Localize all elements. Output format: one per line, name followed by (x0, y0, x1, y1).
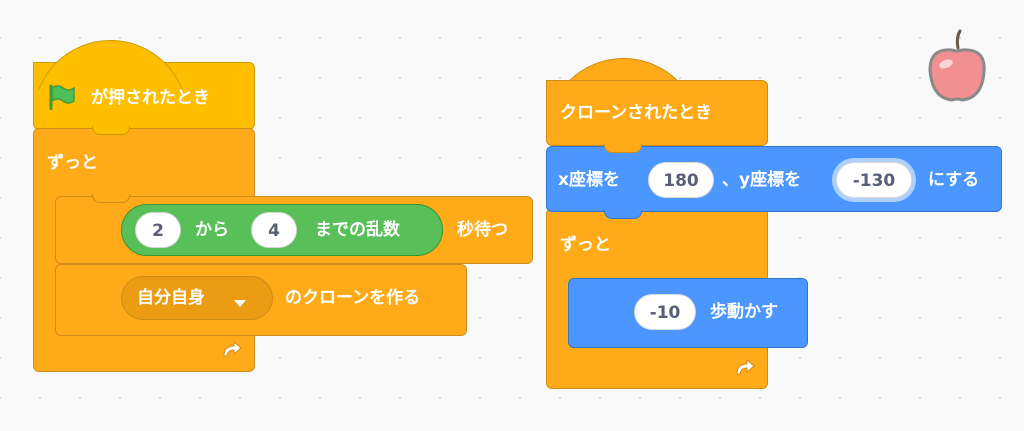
goto-y-input[interactable]: -130 (836, 162, 912, 198)
when-clone-starts-label: クローンされたとき (560, 103, 713, 123)
chevron-down-icon (233, 294, 247, 313)
random-from-input[interactable]: 2 (135, 212, 181, 248)
connector-notch (92, 126, 130, 135)
wait-suffix-label: 秒待つ (457, 220, 508, 240)
hat-cap (33, 40, 188, 90)
when-clone-starts-block[interactable] (546, 80, 768, 146)
connector-notch (604, 144, 642, 153)
random-to-label: までの乱数 (315, 220, 400, 240)
forever-label-2: ずっと (560, 235, 611, 255)
connector-notch (604, 210, 642, 219)
random-to-input[interactable]: 4 (251, 212, 297, 248)
random-from-label: から (195, 220, 229, 240)
clone-target-dropdown[interactable] (121, 276, 273, 320)
go-to-xy-block[interactable] (546, 146, 1002, 212)
connector-notch (92, 194, 130, 203)
script-when-flag-clicked[interactable]: が押されたとき ずっと 2 から 4 までの乱数 秒待つ 自分自身 のクローンを… (33, 40, 533, 380)
move-steps-suffix: 歩動かす (710, 302, 778, 322)
goto-x-label: x座標を (558, 170, 620, 190)
forever-label: ずっと (47, 153, 98, 173)
when-flag-clicked-label: が押されたとき (91, 88, 210, 108)
repeat-arrow-icon (221, 340, 243, 364)
clone-target-value: 自分自身 (137, 288, 205, 308)
goto-y-label: 、y座標を (722, 170, 802, 190)
green-flag-icon (47, 84, 77, 114)
goto-suffix: にする (928, 170, 980, 190)
goto-x-input[interactable]: 180 (648, 162, 714, 198)
create-clone-suffix: のクローンを作る (285, 288, 421, 308)
apple-sprite-icon[interactable] (922, 28, 992, 112)
move-steps-input[interactable]: -10 (634, 294, 696, 330)
script-when-clone-starts[interactable]: クローンされたとき ずっと x座標を 180 、y座標を -130 にする -1… (546, 58, 1006, 393)
repeat-arrow-icon (734, 358, 756, 382)
